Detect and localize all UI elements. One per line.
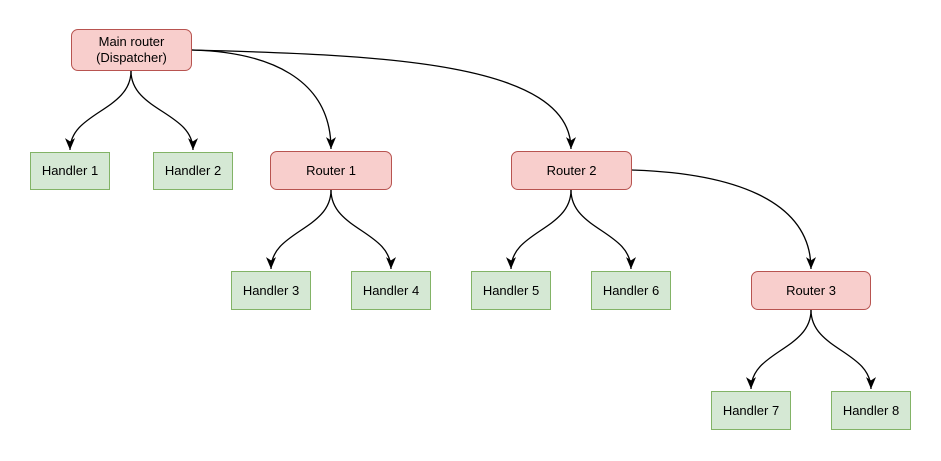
edge-router2-to-handler6: [570, 189, 636, 270]
edge-main-to-router2: [191, 49, 576, 150]
edge-main-to-router1: [191, 49, 336, 150]
node-handler-5: Handler 5: [471, 271, 551, 310]
edge-router2-to-router3: [631, 169, 816, 270]
node-handler-1: Handler 1: [30, 152, 110, 190]
edge-main-to-handler1: [65, 70, 132, 151]
edge-router1-to-handler3: [266, 189, 332, 270]
node-main-router: Main router (Dispatcher): [71, 29, 192, 71]
node-handler-2: Handler 2: [153, 152, 233, 190]
edge-main-to-handler2: [130, 70, 198, 151]
node-handler-3: Handler 3: [231, 271, 311, 310]
node-router-2: Router 2: [511, 151, 632, 190]
edge-router3-to-handler8: [810, 309, 876, 390]
node-handler-7: Handler 7: [711, 391, 791, 430]
node-router-3: Router 3: [751, 271, 871, 310]
node-handler-8: Handler 8: [831, 391, 911, 430]
node-handler-4: Handler 4: [351, 271, 431, 310]
edge-router1-to-handler4: [330, 189, 396, 270]
edge-router2-to-handler5: [506, 189, 572, 270]
edge-router3-to-handler7: [746, 309, 812, 390]
node-handler-6: Handler 6: [591, 271, 671, 310]
node-router-1: Router 1: [270, 151, 392, 190]
